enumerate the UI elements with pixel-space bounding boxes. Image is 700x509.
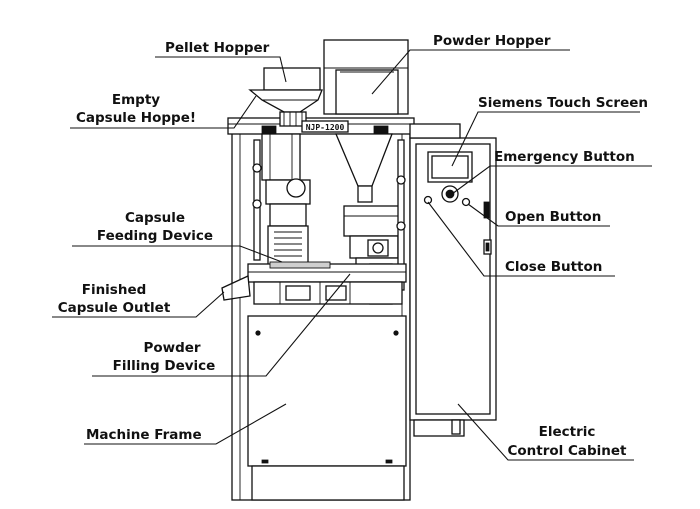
label-powder-filling-device-line1: Powder (143, 340, 200, 356)
label-capsule-feeding-device-line1: Capsule (125, 210, 185, 226)
label-pellet-hopper: Pellet Hopper (165, 40, 270, 56)
capsule-feeding-assembly (252, 133, 311, 267)
pellet-hopper-shape (248, 67, 323, 127)
electric-control-cabinet-shape (409, 123, 497, 437)
leader-lines (52, 49, 652, 461)
powder-hopper-shape (323, 39, 409, 203)
model-plate-text: NJP-1200 (306, 123, 345, 132)
model-plate: NJP-1200 (301, 120, 349, 133)
open-button-shape (461, 197, 471, 207)
label-electric-control-cabinet-line1: Electric (539, 424, 596, 440)
label-open-button: Open Button (505, 209, 601, 225)
machine-drawing: NJP-1200 (221, 39, 497, 501)
label-finished-capsule-outlet-line2: Capsule Outlet (58, 300, 171, 316)
label-powder-filling-device-line2: Filling Device (113, 358, 216, 374)
labels: Pellet Hopper Powder Hopper Empty Capsul… (58, 33, 648, 459)
label-empty-capsule-hopper-line2: Capsule Hoppe! (76, 110, 196, 126)
label-finished-capsule-outlet-line1: Finished (82, 282, 147, 298)
label-siemens-touch-screen: Siemens Touch Screen (478, 95, 648, 111)
label-powder-hopper: Powder Hopper (433, 33, 551, 49)
close-button-shape (423, 195, 433, 205)
label-capsule-feeding-device-line2: Feeding Device (97, 228, 213, 244)
label-close-button: Close Button (505, 259, 602, 275)
label-emergency-button: Emergency Button (494, 149, 635, 165)
label-electric-control-cabinet-line2: Control Cabinet (507, 443, 627, 459)
turntable-deck (247, 261, 407, 305)
label-empty-capsule-hopper-line1: Empty (112, 92, 160, 108)
lower-cabinet (247, 315, 407, 501)
capsule-outlet-chute (221, 275, 251, 301)
label-machine-frame: Machine Frame (86, 427, 202, 443)
